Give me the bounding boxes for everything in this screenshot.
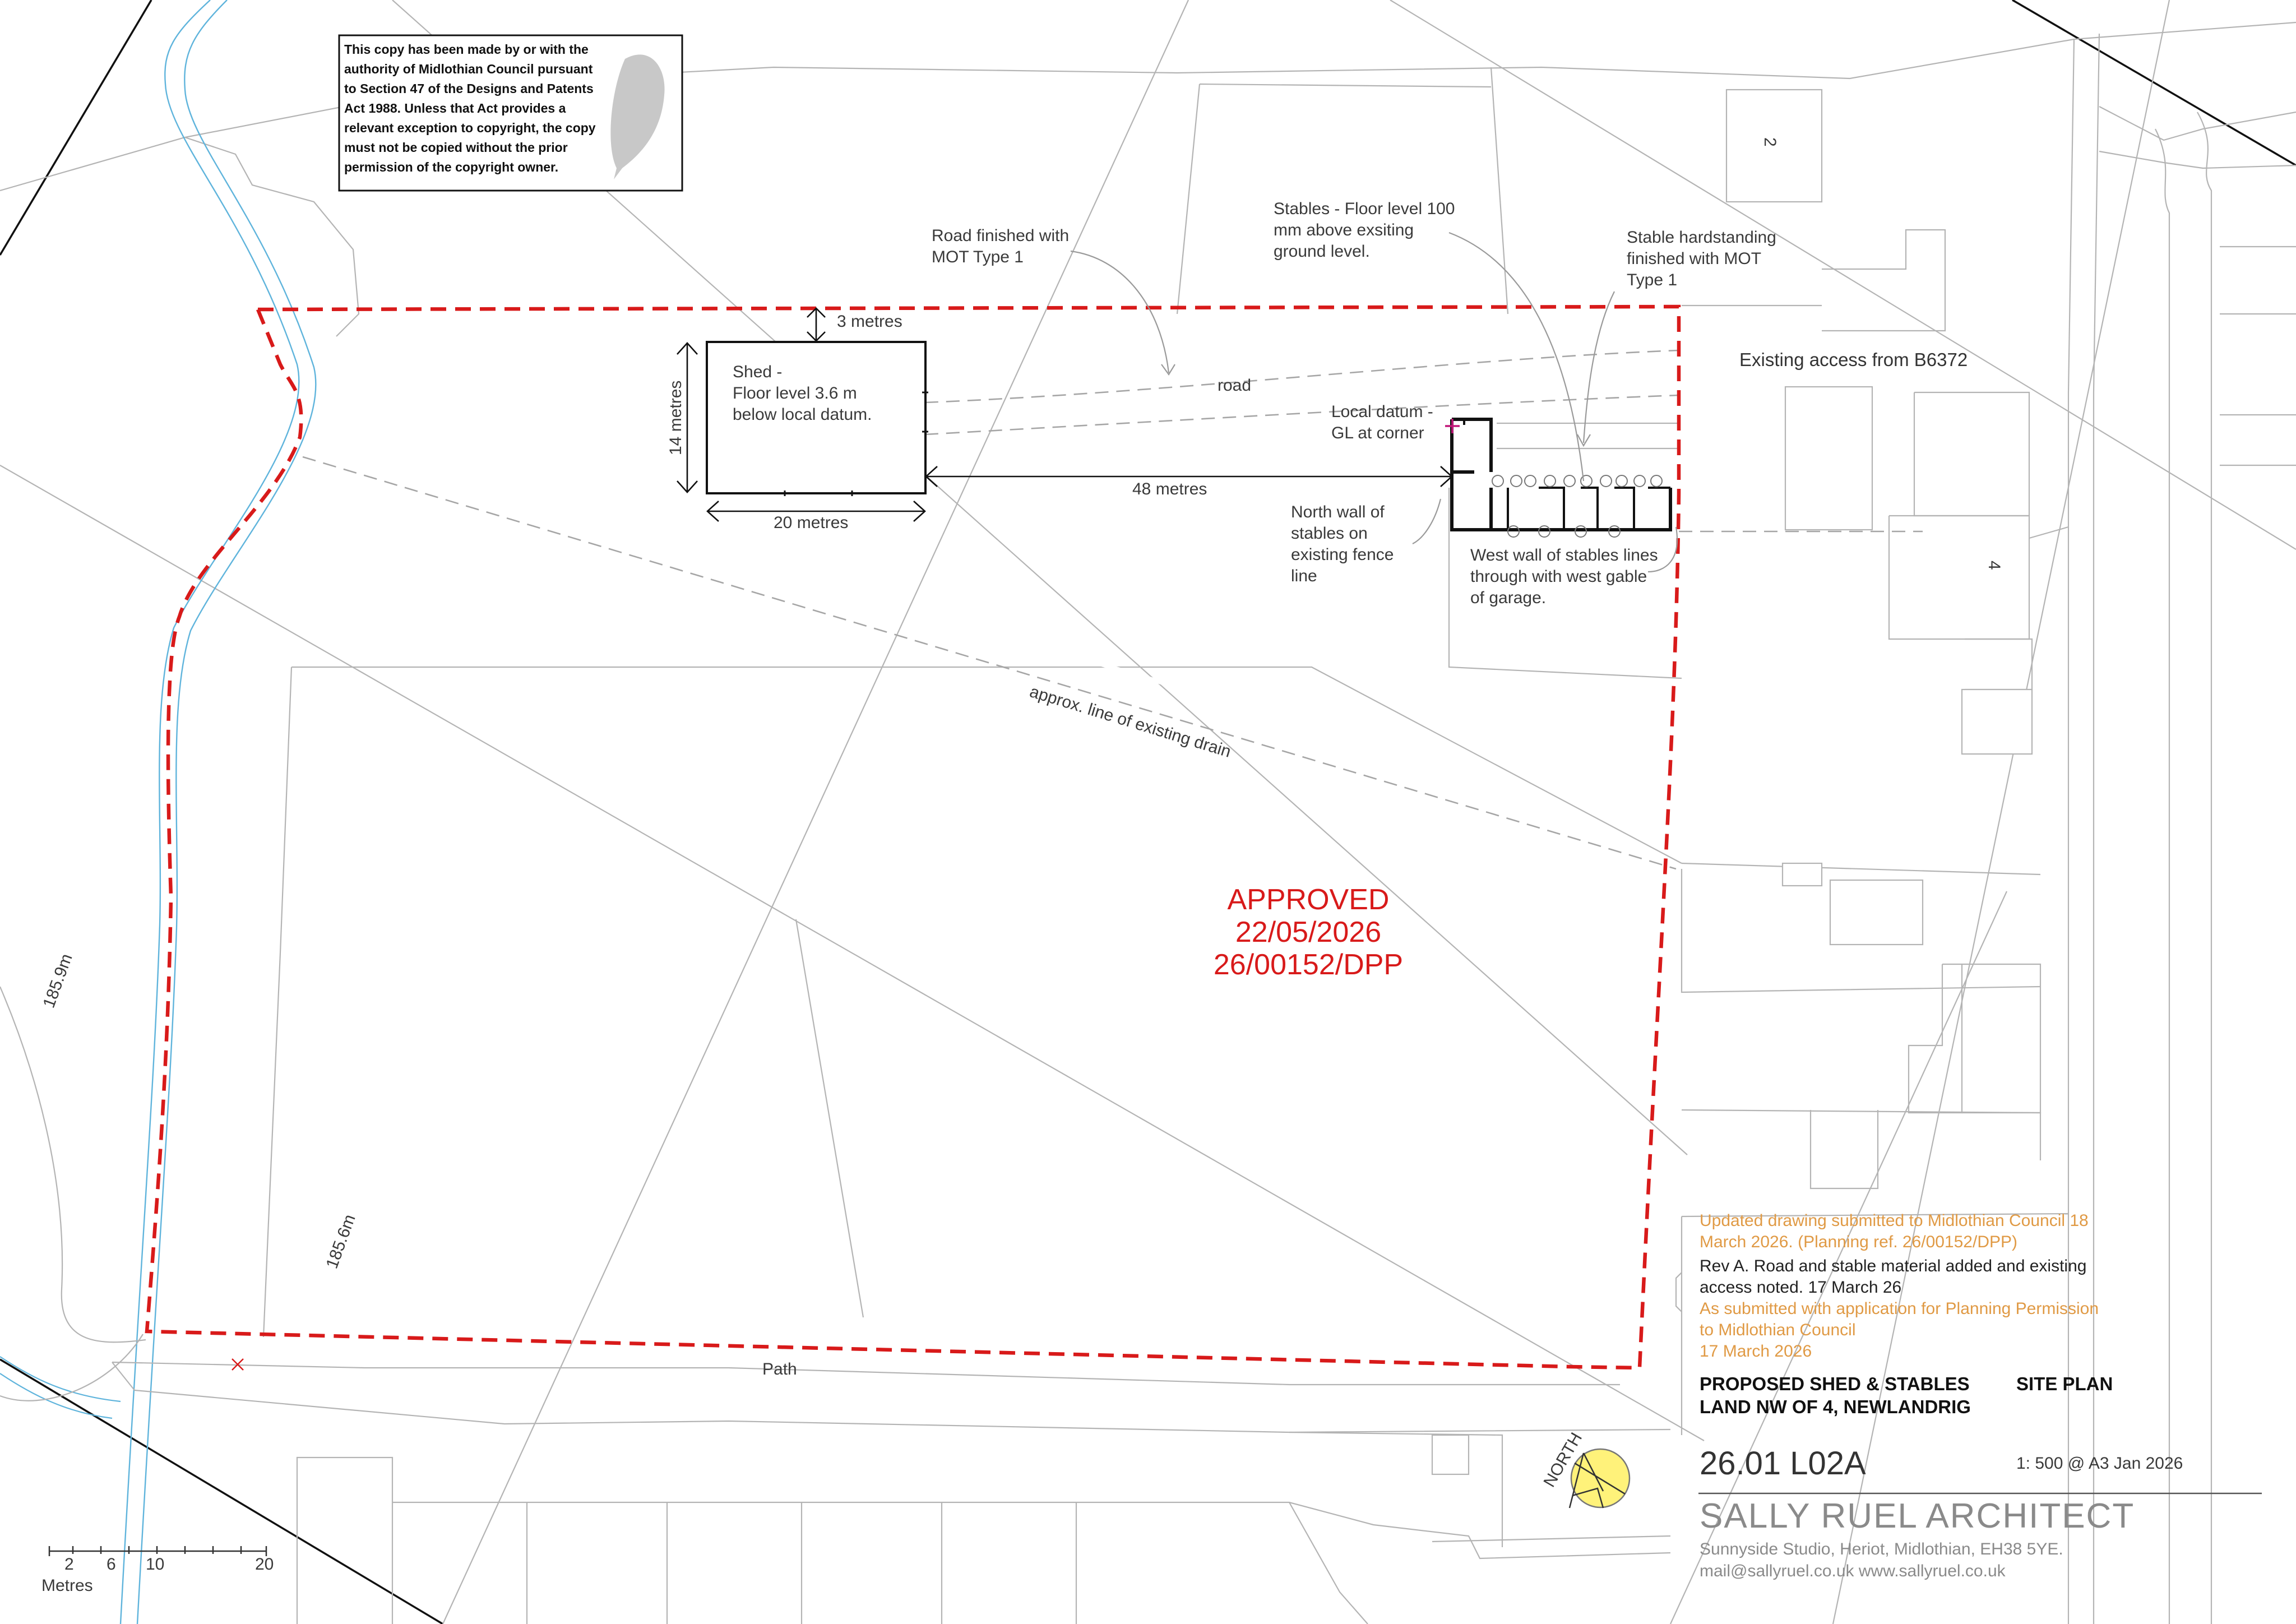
leaf-logo-icon	[610, 54, 665, 179]
copyright-line-1: This copy has been made by or with the	[344, 42, 589, 57]
road-edge-south	[924, 394, 1679, 436]
submitted-note-3: 17 March 2026	[1700, 1342, 1812, 1361]
scale-and-date: 1: 500 @ A3 Jan 2026	[2016, 1454, 2183, 1473]
west-wall-note-3: of garage.	[1470, 589, 1546, 607]
north-arrow	[1568, 1448, 1631, 1509]
dim-shed-width: 20 metres	[774, 513, 848, 532]
copyright-line-3: to Section 47 of the Designs and Patents	[344, 81, 594, 96]
existing-access-note: Existing access from B6372	[1739, 349, 1968, 370]
submitted-note-1: As submitted with application for Planni…	[1700, 1299, 2099, 1318]
scale-bar	[48, 1546, 267, 1556]
copyright-line-6: must not be copied without the prior	[344, 140, 568, 155]
copyright-line-4: Act 1988. Unless that Act provides a	[344, 101, 566, 115]
north-wall-note-3: existing fence	[1291, 545, 1394, 564]
dim-distance: 48 metres	[1132, 480, 1207, 498]
sheet-title: SITE PLAN	[2016, 1373, 2113, 1394]
copyright-box	[338, 34, 683, 192]
copyright-line-2: authority of Midlothian Council pursuant	[344, 62, 593, 76]
firm-name: SALLY RUEL ARCHITECT	[1700, 1497, 2135, 1535]
scale-tick-6: 6	[107, 1555, 116, 1574]
copyright-text: This copy has been made by or with the a…	[344, 42, 596, 174]
north-wall-note-2: stables on	[1291, 524, 1368, 543]
project-title-1: PROPOSED SHED & STABLES	[1700, 1373, 1970, 1394]
path-label: Path	[762, 1360, 797, 1378]
firm-address: Sunnyside Studio, Heriot, Midlothian, EH…	[1700, 1540, 2063, 1558]
updated-note-2: March 2026. (Planning ref. 26/00152/DPP)	[1700, 1233, 2017, 1251]
road-finish-note-1: Road finished with	[932, 226, 1069, 245]
rev-a-note-2: access noted. 17 March 26	[1700, 1278, 1901, 1297]
drawing-number: 26.01 L02A	[1700, 1445, 1866, 1482]
house-2-number: 2	[1761, 137, 1779, 147]
approval-status: APPROVED	[1228, 883, 1390, 916]
shed-note-2: Floor level 3.6 m	[733, 384, 857, 402]
shed-outline	[706, 341, 928, 496]
spot-level-2: 185.6m	[323, 1212, 359, 1271]
house-4-number: 4	[1985, 561, 2003, 570]
stables-plan	[1450, 418, 1672, 531]
scale-tick-2: 2	[64, 1555, 74, 1574]
title-block: PROPOSED SHED & STABLES LAND NW OF 4, NE…	[1700, 1373, 2183, 1580]
hardstanding-note-3: Type 1	[1627, 271, 1677, 289]
approval-ref: 26/00152/DPP	[1214, 949, 1403, 981]
stables-floor-note-2: mm above exsiting	[1274, 221, 1414, 239]
approval-stamp: APPROVED 22/05/2026 26/00152/DPP	[1214, 883, 1403, 981]
approval-date: 22/05/2026	[1235, 916, 1381, 949]
submitted-note-2: to Midlothian Council	[1700, 1321, 1855, 1339]
existing-drain-line	[302, 456, 1677, 870]
local-datum-marker	[1445, 419, 1460, 433]
local-datum-note-2: GL at corner	[1331, 424, 1424, 442]
dim-gap-top: 3 metres	[837, 312, 902, 331]
west-wall-note-1: West wall of stables lines	[1470, 546, 1658, 565]
road-finish-note-2: MOT Type 1	[932, 248, 1024, 266]
spot-level-1: 185.9m	[40, 951, 76, 1010]
dashed-features	[302, 349, 1923, 870]
rev-a-note-1: Rev A. Road and stable material added an…	[1700, 1257, 2086, 1275]
north-wall-note-1: North wall of	[1291, 503, 1385, 521]
dim-shed-height: 14 metres	[666, 381, 685, 455]
scale-unit: Metres	[41, 1576, 93, 1595]
copyright-line-5: relevant exception to copyright, the cop…	[344, 121, 596, 135]
updated-note-1: Updated drawing submitted to Midlothian …	[1700, 1211, 2089, 1230]
scale-bar-labels: 2 6 10 20 Metres	[41, 1555, 274, 1595]
hardstanding-note-2: finished with MOT	[1627, 249, 1761, 268]
north-wall-note-4: line	[1291, 567, 1317, 585]
west-wall-note-2: through with west gable	[1470, 567, 1647, 586]
firm-contact: mail@sallyruel.co.uk www.sallyruel.co.uk	[1700, 1562, 2006, 1580]
revision-notes: Updated drawing submitted to Midlothian …	[1700, 1211, 2099, 1361]
stable-door-swings	[1492, 475, 1663, 538]
dimension-lines	[677, 307, 1453, 522]
scale-tick-20: 20	[255, 1555, 274, 1574]
project-title-2: LAND NW OF 4, NEWLANDRIG	[1700, 1396, 1971, 1417]
shed-note-1: Shed -	[733, 363, 782, 381]
dimension-text: 3 metres 14 metres 20 metres 48 metres	[666, 312, 1207, 532]
shed-note-3: below local datum.	[733, 405, 872, 424]
copyright-line-7: permission of the copyright owner.	[344, 160, 558, 174]
leader-lines	[1070, 232, 1678, 573]
site-boundary	[145, 304, 1681, 1370]
scale-tick-10: 10	[146, 1555, 164, 1574]
annotation-text: Road finished with MOT Type 1 Stables - …	[40, 137, 2003, 1491]
stables-floor-note-3: ground level.	[1274, 242, 1370, 261]
road-edge-north	[924, 349, 1679, 404]
local-datum-note-1: Local datum -	[1331, 402, 1433, 421]
hardstanding-note-1: Stable hardstanding	[1627, 228, 1776, 247]
stables-floor-note-1: Stables - Floor level 100	[1274, 200, 1455, 218]
path-cross-marker	[232, 1358, 244, 1371]
road-label: road	[1218, 376, 1251, 395]
